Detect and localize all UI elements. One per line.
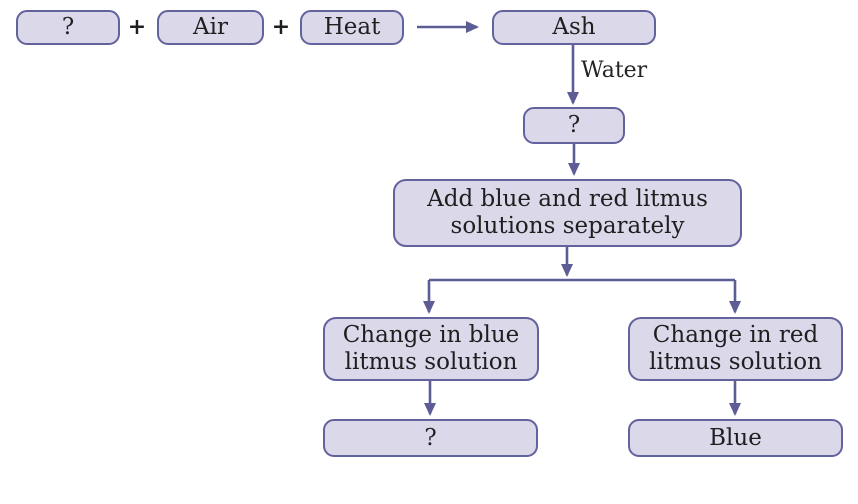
node-label: ? [424, 424, 437, 451]
node-change-in-red-litmus: Change in red litmus solution [628, 317, 843, 381]
node-label: ? [567, 112, 581, 139]
node-label: Ash [552, 14, 596, 41]
node-label-line2: litmus solution [649, 349, 822, 375]
node-label: Air [193, 14, 228, 41]
node-label-line1: Add blue and red litmus [427, 186, 708, 213]
node-add-litmus-solutions: Add blue and red litmus solutions separa… [393, 179, 742, 247]
node-unknown-reactant: ? [16, 10, 120, 45]
node-blue-result: Blue [628, 419, 843, 457]
node-label: Blue [709, 424, 762, 451]
node-label-line1: Change in blue [342, 322, 520, 349]
node-change-in-blue-litmus: Change in blue litmus solution [323, 317, 539, 381]
node-label: Heat [323, 14, 381, 41]
node-unknown-solution: ? [523, 107, 625, 144]
edge-label-water: Water [581, 58, 648, 83]
node-air: Air [157, 10, 264, 45]
node-label-line1: Change in red [652, 322, 819, 349]
node-label-line2: litmus solution [344, 349, 518, 375]
node-ash: Ash [492, 10, 656, 45]
plus-operator: + [127, 14, 147, 40]
plus-operator: + [271, 14, 291, 40]
node-heat: Heat [300, 10, 404, 45]
node-unknown-result: ? [323, 419, 538, 457]
node-label: ? [61, 14, 75, 41]
node-label-line2: solutions separately [450, 213, 685, 239]
